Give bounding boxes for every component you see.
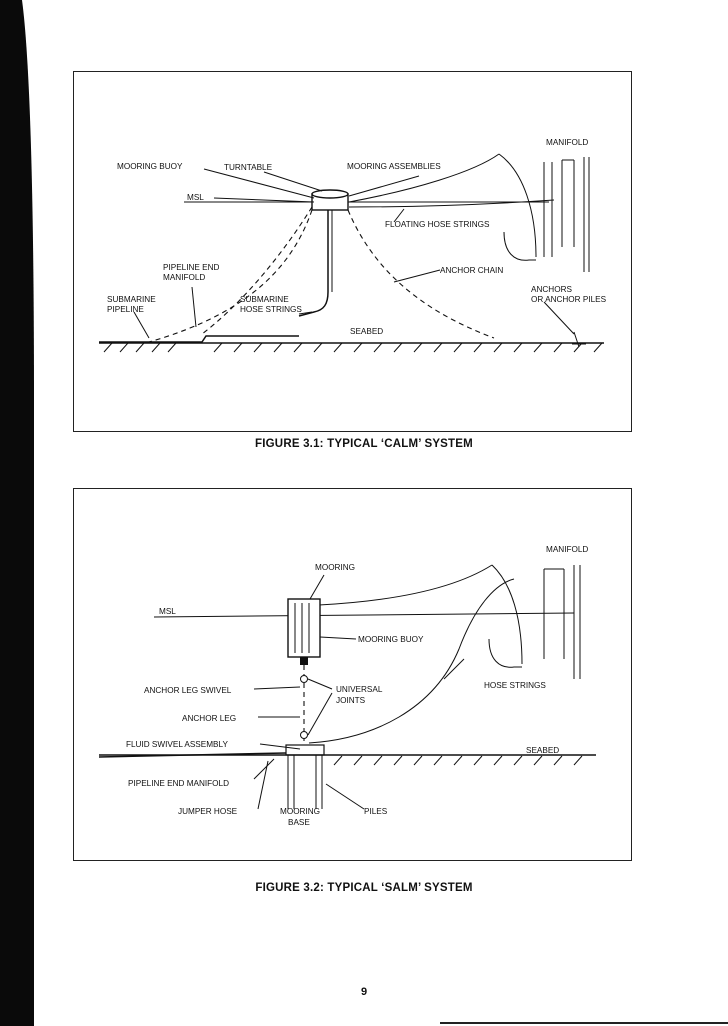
manifold-arm [498,153,537,258]
label-mooring-assemblies: MOORING ASSEMBLIES [347,162,441,171]
leader-universal-joint-1 [307,678,333,690]
label-manifold: MANIFOLD [546,545,588,554]
manifold-post [543,162,553,257]
bottom-rule [440,1022,728,1024]
salm-diagram: MANIFOLD MOORING MSL MOORING BUOY ANCHOR… [98,545,596,827]
label-plem-2: MANIFOLD [163,273,205,282]
anchor-chain-left [148,209,313,343]
seabed-hatching [333,755,583,766]
hose-strings-line [308,578,515,744]
seabed-hatching [103,342,603,353]
leader-submarine-hose [298,311,313,315]
leader-hose-strings [443,658,465,680]
calm-diagram: MANIFOLD MOORING BUOY TURNTABLE MOORING … [99,138,607,353]
anchor-pile [572,331,586,348]
label-pipeline-end-manifold: PIPELINE END MANIFOLD [128,779,229,788]
label-turntable: TURNTABLE [224,163,273,172]
buoy-ribs [294,603,310,653]
label-msl: MSL [159,607,176,616]
turntable-shape [311,189,349,199]
anchor-chain-mid [201,206,313,335]
leader-anchor-leg-swivel [253,686,301,690]
figure-3-2-caption: FIGURE 3.2: TYPICAL ‘SALM’ SYSTEM [255,882,473,894]
label-plem-1: PIPELINE END [163,263,220,272]
manifold-hook [503,231,536,261]
label-manifold: MANIFOLD [546,138,588,147]
universal-joint-lower [300,731,308,739]
figure-salm-system: MANIFOLD MOORING MSL MOORING BUOY ANCHOR… [73,488,632,861]
manifold-column [561,159,575,247]
manifold-wall [573,565,581,679]
manifold-column [543,568,565,659]
leader-fluid-swivel [259,743,301,750]
label-submarine-pipeline-1: SUBMARINE [107,295,156,304]
leader-plem [191,286,197,328]
label-mooring-buoy: MOORING BUOY [117,162,183,171]
label-submarine-hose-2: HOSE STRINGS [240,305,302,314]
leader-jumper-hose [257,760,269,810]
pipeline-line [98,752,287,758]
submarine-hose-string [298,210,329,317]
label-universal-joints-1: UNIVERSAL [336,685,383,694]
anchor-chain-right [347,209,495,339]
label-submarine-pipeline-2: PIPELINE [107,305,144,314]
leader-plem [253,758,275,780]
page-binding-edge [0,0,34,1026]
leader-submarine-pipeline [133,311,150,339]
label-mooring: MOORING [315,563,355,572]
manifold-wall [583,157,590,272]
leader-anchor-chain [393,269,441,283]
manifold-arm [491,564,523,665]
label-anchor-leg-swivel: ANCHOR LEG SWIVEL [144,686,232,695]
figure-3-1-caption: FIGURE 3.1: TYPICAL ‘CALM’ SYSTEM [255,438,473,450]
leader-mooring-assemblies [348,175,420,197]
buoy-base [300,657,308,665]
mooring-hawser [348,153,500,203]
submarine-pipeline [99,335,299,343]
leader-universal-joint-2 [307,692,333,736]
label-floating-hose-strings: FLOATING HOSE STRINGS [385,220,490,229]
leader-turntable [263,171,323,192]
label-anchor-chain: ANCHOR CHAIN [440,266,503,275]
figure-calm-system: MANIFOLD MOORING BUOY TURNTABLE MOORING … [73,71,632,432]
label-anchors-2: OR ANCHOR PILES [531,295,607,304]
leader-mooring-buoy [319,636,357,640]
universal-joint-upper [300,675,308,683]
leader-msl [213,197,315,203]
label-seabed: SEABED [526,746,559,755]
manifold-hook [488,638,522,668]
leader-piles [325,783,365,810]
leader-mooring-buoy [203,168,315,199]
page-number: 9 [360,986,368,998]
label-fluid-swivel-assembly: FLUID SWIVEL ASSEMBLY [126,740,228,749]
label-submarine-hose-1: SUBMARINE [240,295,289,304]
leader-anchors [543,301,575,335]
label-hose-strings: HOSE STRINGS [484,681,546,690]
label-universal-joints-2: JOINTS [336,696,366,705]
label-mooring-buoy: MOORING BUOY [358,635,424,644]
label-anchor-leg: ANCHOR LEG [182,714,236,723]
mooring-hawser [318,564,493,606]
leader-mooring [309,574,325,600]
label-anchors-1: ANCHORS [531,285,572,294]
piles-shape [287,755,323,809]
label-mooring-base-1: MOORING [280,807,320,816]
msl-line [153,612,575,618]
leader-floating-hose [393,208,405,223]
label-seabed: SEABED [350,327,383,336]
label-msl: MSL [187,193,204,202]
mooring-base-shape [285,744,325,756]
label-jumper-hose: JUMPER HOSE [178,807,238,816]
label-mooring-base-2: BASE [288,818,310,827]
floating-hose-string [348,199,555,208]
label-piles: PILES [364,807,388,816]
mooring-buoy-shape [287,598,321,658]
